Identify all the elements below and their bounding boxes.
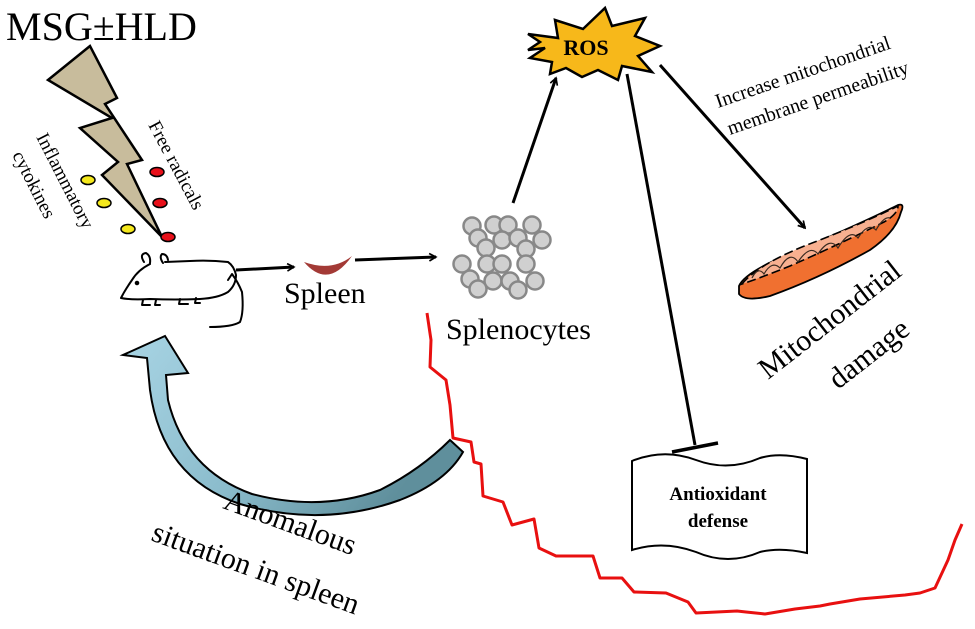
red-boundary-line [425,312,964,616]
free-radical-dot [152,197,168,209]
free-radicals-label: Free radicals [144,117,208,213]
ros-to-mitochondria-arrow [658,64,805,228]
spleen-icon [304,256,352,275]
splenocyte-cell [508,280,528,300]
cytokine-dot [80,174,96,186]
splenocyte-cell [532,230,552,250]
splenocyte-cell [522,215,542,235]
free-radical-dot [160,231,176,243]
splenocyte-cell [525,271,545,291]
antioxidant-banner [631,453,808,560]
free-radicals [149,166,176,243]
ros-inhibits-antioxidant [625,73,719,454]
mitochondrion-icon [738,203,904,300]
splenocyte-cell [476,238,496,258]
splenocyte-cell [516,254,536,274]
splenocytes-label: Splenocytes [446,313,591,346]
cytokine-dot [96,197,112,209]
lightning-bolt-icon [45,44,164,238]
splenocytes-to-ros-arrow [511,78,556,204]
mouse-icon [120,252,244,328]
free-radical-dot [149,166,165,178]
cytokines [80,174,136,235]
splenocyte-cell [452,254,472,274]
splenocyte-cell [492,254,512,274]
mouse-to-spleen-arrow [235,267,294,270]
title-label: MSG±HLD [6,4,197,49]
ros-burst-icon [526,5,664,82]
splenocytes-cluster [452,215,552,300]
antioxidant-label-line1: Antioxidant [669,484,767,505]
splenocyte-cell [468,279,488,299]
spleen-to-splenocytes-arrow [354,257,436,260]
feedback-arrow [119,334,465,517]
splenocyte-cell [492,230,512,250]
antioxidant-label-line2: defense [688,511,748,532]
cytokine-dot [120,223,136,235]
spleen-label: Spleen [284,277,366,310]
ros-label: ROS [563,35,608,60]
